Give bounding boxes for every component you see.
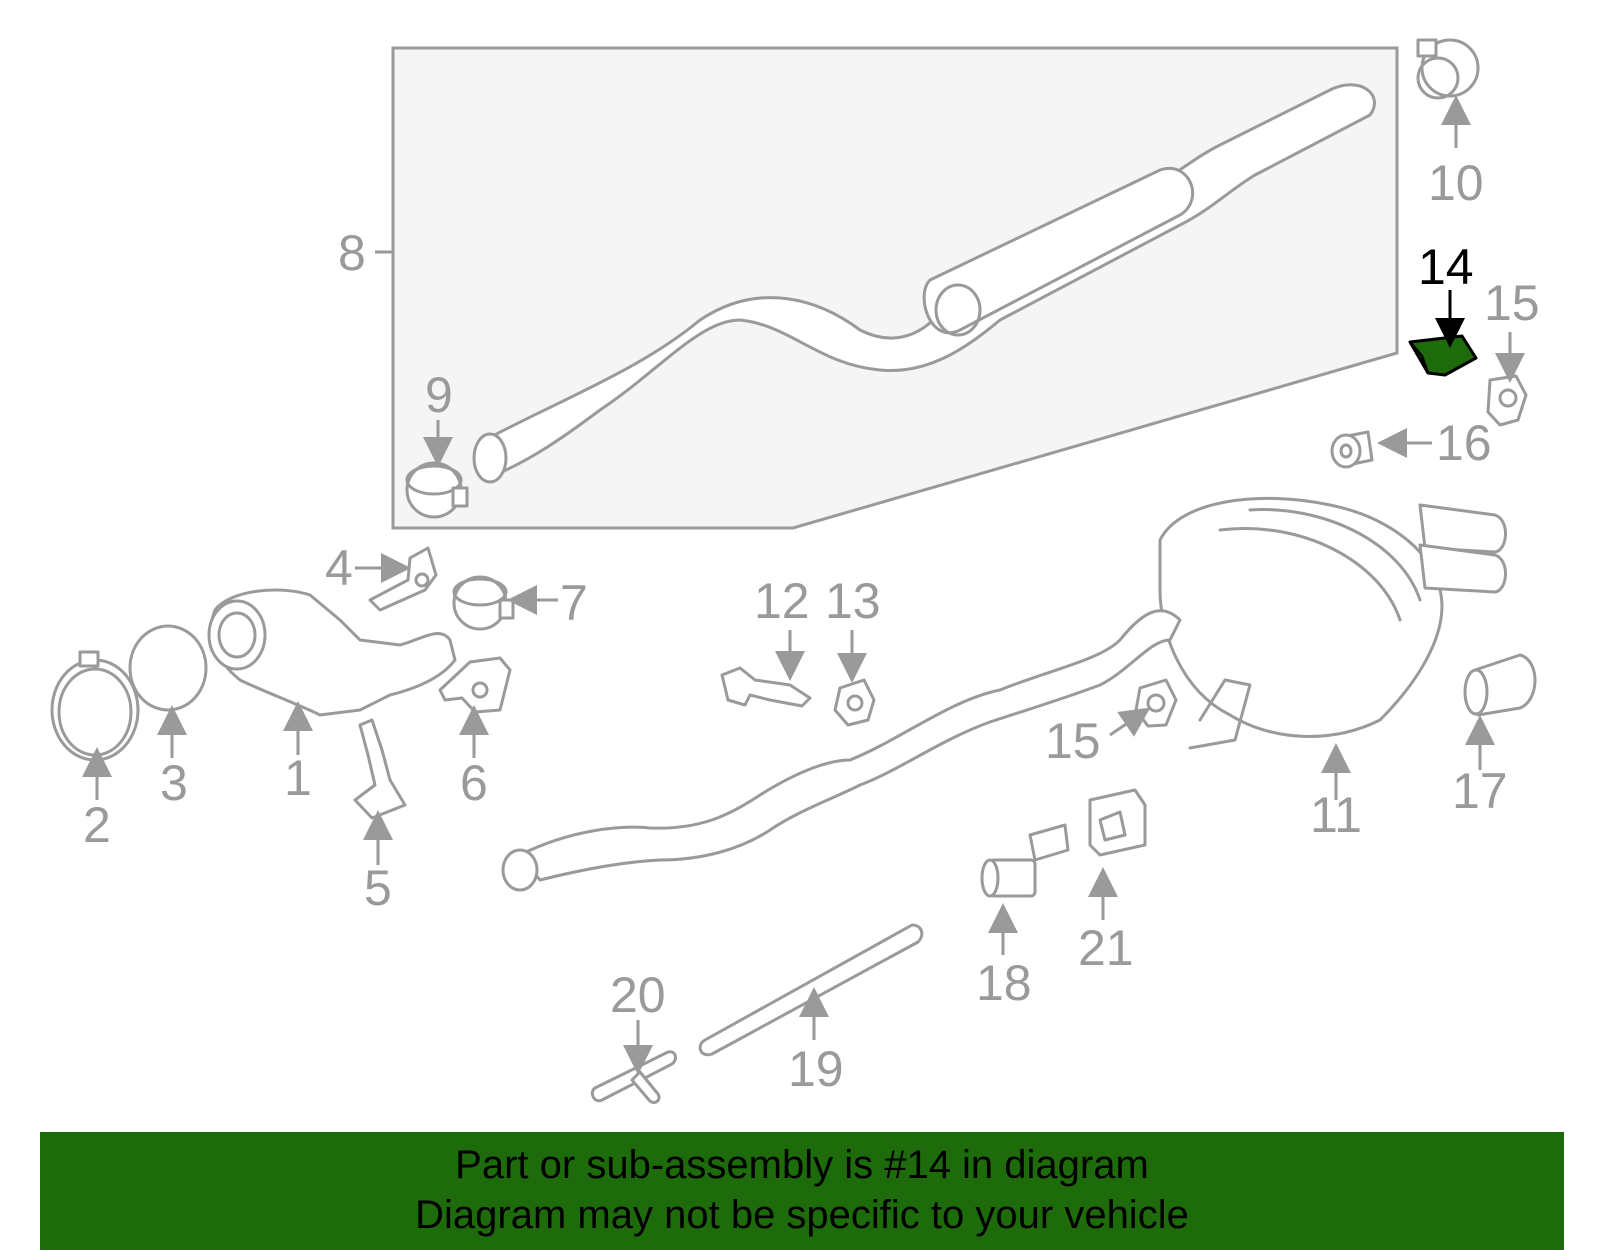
callout-1: 1 bbox=[284, 750, 312, 806]
part-15-rubber-hanger-bottom[interactable] bbox=[1134, 678, 1178, 728]
part-2-clamp-ring[interactable] bbox=[50, 650, 140, 762]
part-16-bushing[interactable] bbox=[1330, 430, 1374, 469]
part-17-tail-pipe-tip[interactable] bbox=[1463, 653, 1537, 717]
rear-pipe[interactable] bbox=[501, 609, 1182, 892]
part-21-sensor-bracket[interactable] bbox=[1088, 788, 1147, 857]
callout-15-top: 15 bbox=[1484, 275, 1540, 331]
part-5-support-bracket[interactable] bbox=[353, 718, 407, 820]
part-13-rubber-hanger[interactable] bbox=[833, 678, 876, 727]
callout-12: 12 bbox=[754, 573, 810, 629]
part-1-catalytic-converter[interactable] bbox=[207, 588, 457, 717]
part-3-gasket[interactable] bbox=[128, 624, 208, 712]
callout-16: 16 bbox=[1436, 415, 1492, 471]
part-4-bracket[interactable] bbox=[368, 546, 438, 612]
callout-9: 9 bbox=[425, 367, 453, 423]
callout-4: 4 bbox=[325, 540, 353, 596]
part-12-bracket[interactable] bbox=[720, 666, 812, 708]
callout-15-bottom: 15 bbox=[1045, 713, 1101, 769]
callout-19: 19 bbox=[788, 1041, 844, 1097]
part-info-banner: Part or sub-assembly is #14 in diagram D… bbox=[40, 1132, 1564, 1250]
part-20-t-connector[interactable] bbox=[590, 1050, 677, 1104]
callout-11: 11 bbox=[1310, 787, 1362, 843]
callout-14: 14 bbox=[1418, 239, 1474, 295]
callout-18: 18 bbox=[976, 955, 1032, 1011]
callout-20: 20 bbox=[610, 967, 666, 1023]
callout-10: 10 bbox=[1428, 155, 1484, 211]
assembly-8-outline bbox=[391, 46, 1399, 530]
callout-6: 6 bbox=[460, 755, 488, 811]
part-15-rubber-hanger-top[interactable] bbox=[1486, 374, 1528, 427]
part-8-center-muffler-pipe[interactable] bbox=[472, 83, 1376, 484]
part-7-clamp[interactable] bbox=[452, 575, 515, 631]
part-14-heat-shield-bracket[interactable] bbox=[1408, 334, 1478, 377]
callout-13: 13 bbox=[825, 573, 881, 629]
callout-21: 21 bbox=[1078, 920, 1134, 976]
part-19-hose[interactable] bbox=[698, 923, 924, 1057]
part-18-pressure-sensor[interactable] bbox=[980, 823, 1070, 898]
callout-7: 7 bbox=[560, 575, 588, 631]
callout-17: 17 bbox=[1452, 763, 1508, 819]
callout-8: 8 bbox=[338, 225, 366, 281]
part-6-mount[interactable] bbox=[438, 656, 512, 714]
banner-line-1: Part or sub-assembly is #14 in diagram bbox=[455, 1143, 1149, 1187]
callout-5: 5 bbox=[364, 860, 392, 916]
banner-line-2: Diagram may not be specific to your vehi… bbox=[415, 1193, 1189, 1237]
callout-2: 2 bbox=[83, 797, 111, 853]
part-11-rear-muffler[interactable] bbox=[1158, 496, 1507, 750]
part-10-exhaust-tip-clamp[interactable] bbox=[1416, 38, 1480, 100]
callout-3: 3 bbox=[160, 755, 188, 811]
